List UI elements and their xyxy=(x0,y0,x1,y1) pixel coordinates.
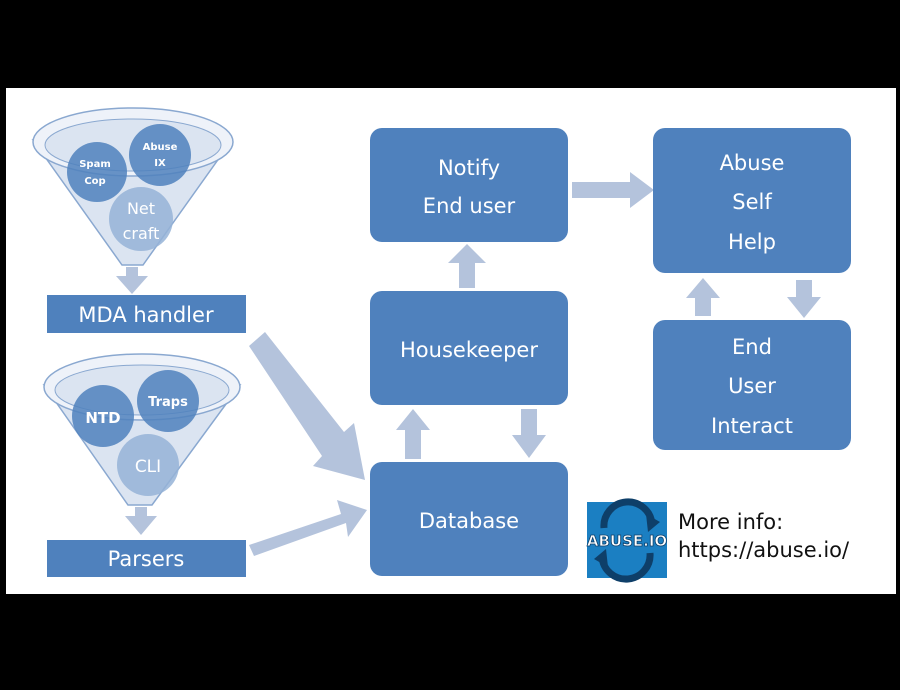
interact-line-1: User xyxy=(728,374,776,398)
notify-to-selfhelp-arrow xyxy=(572,172,654,208)
funnel-2-bubble-2-line-0: CLI xyxy=(135,457,161,477)
selfhelp-line-1: Self xyxy=(732,190,772,214)
funnel-2-bubble-traps xyxy=(137,370,199,432)
logo-text: ABUSE.IO xyxy=(587,532,667,550)
funnel-1-bubble-1-line-0: Abuse xyxy=(143,142,178,153)
notify-box xyxy=(370,128,568,242)
funnel-2-down-arrow xyxy=(125,507,157,535)
funnel-1-bubble-netcraft xyxy=(109,187,173,251)
abuseio-logo: ABUSE.IO xyxy=(586,498,668,583)
notify-line-1: End user xyxy=(423,194,516,218)
database-to-housekeeper-arrow xyxy=(396,409,430,459)
selfhelp-line-0: Abuse xyxy=(720,151,785,175)
funnel-2: NTD Traps CLI xyxy=(42,353,242,535)
notify-line-0: Notify xyxy=(438,156,500,180)
interact-to-selfhelp-arrow xyxy=(686,278,720,316)
funnel-1: Spam Cop Abuse IX Net craft xyxy=(31,107,234,294)
parsers-box xyxy=(47,540,246,577)
funnel-1-bubble-2-line-1: craft xyxy=(123,224,160,243)
mda-handler-label: MDA handler xyxy=(78,303,214,327)
selfhelp-to-interact-arrow xyxy=(787,280,821,318)
funnel-1-bubble-0-line-0: Spam xyxy=(79,159,111,170)
parsers-label: Parsers xyxy=(108,547,185,571)
funnel-1-bubble-spamcop xyxy=(67,142,127,202)
mda-to-database-arrow xyxy=(249,332,365,480)
database-label: Database xyxy=(419,509,519,533)
parsers-to-database-arrow xyxy=(249,500,367,556)
logo-background xyxy=(587,502,667,578)
selfhelp-line-2: Help xyxy=(728,230,776,254)
funnel-1-bubble-abuseix xyxy=(129,124,191,186)
selfhelp-box xyxy=(653,128,851,273)
housekeeper-label: Housekeeper xyxy=(400,338,538,362)
housekeeper-box xyxy=(370,291,568,405)
funnel-1-bubble-0-line-1: Cop xyxy=(84,176,105,187)
housekeeper-to-database-arrow xyxy=(512,409,546,458)
recycle-arrows-icon xyxy=(594,498,660,583)
interact-line-0: End xyxy=(732,335,772,359)
funnel-2-bubble-0-line-0: NTD xyxy=(85,409,120,427)
housekeeper-to-notify-arrow xyxy=(448,244,486,288)
more-info-label: More info: xyxy=(678,510,783,534)
funnel-2-bubble-1-line-0: Traps xyxy=(148,395,188,410)
funnel-2-bubble-cli xyxy=(117,434,179,496)
database-box xyxy=(370,462,568,576)
funnel-1-down-arrow xyxy=(116,267,148,294)
more-info-url[interactable]: https://abuse.io/ xyxy=(678,538,850,562)
funnel-1-bubble-2-line-0: Net xyxy=(127,199,155,218)
funnel-1-bubble-1-line-1: IX xyxy=(154,158,166,169)
interact-box xyxy=(653,320,851,450)
mda-handler-box xyxy=(47,295,246,333)
funnel-2-bubble-ntd xyxy=(72,385,134,447)
interact-line-2: Interact xyxy=(711,414,793,438)
